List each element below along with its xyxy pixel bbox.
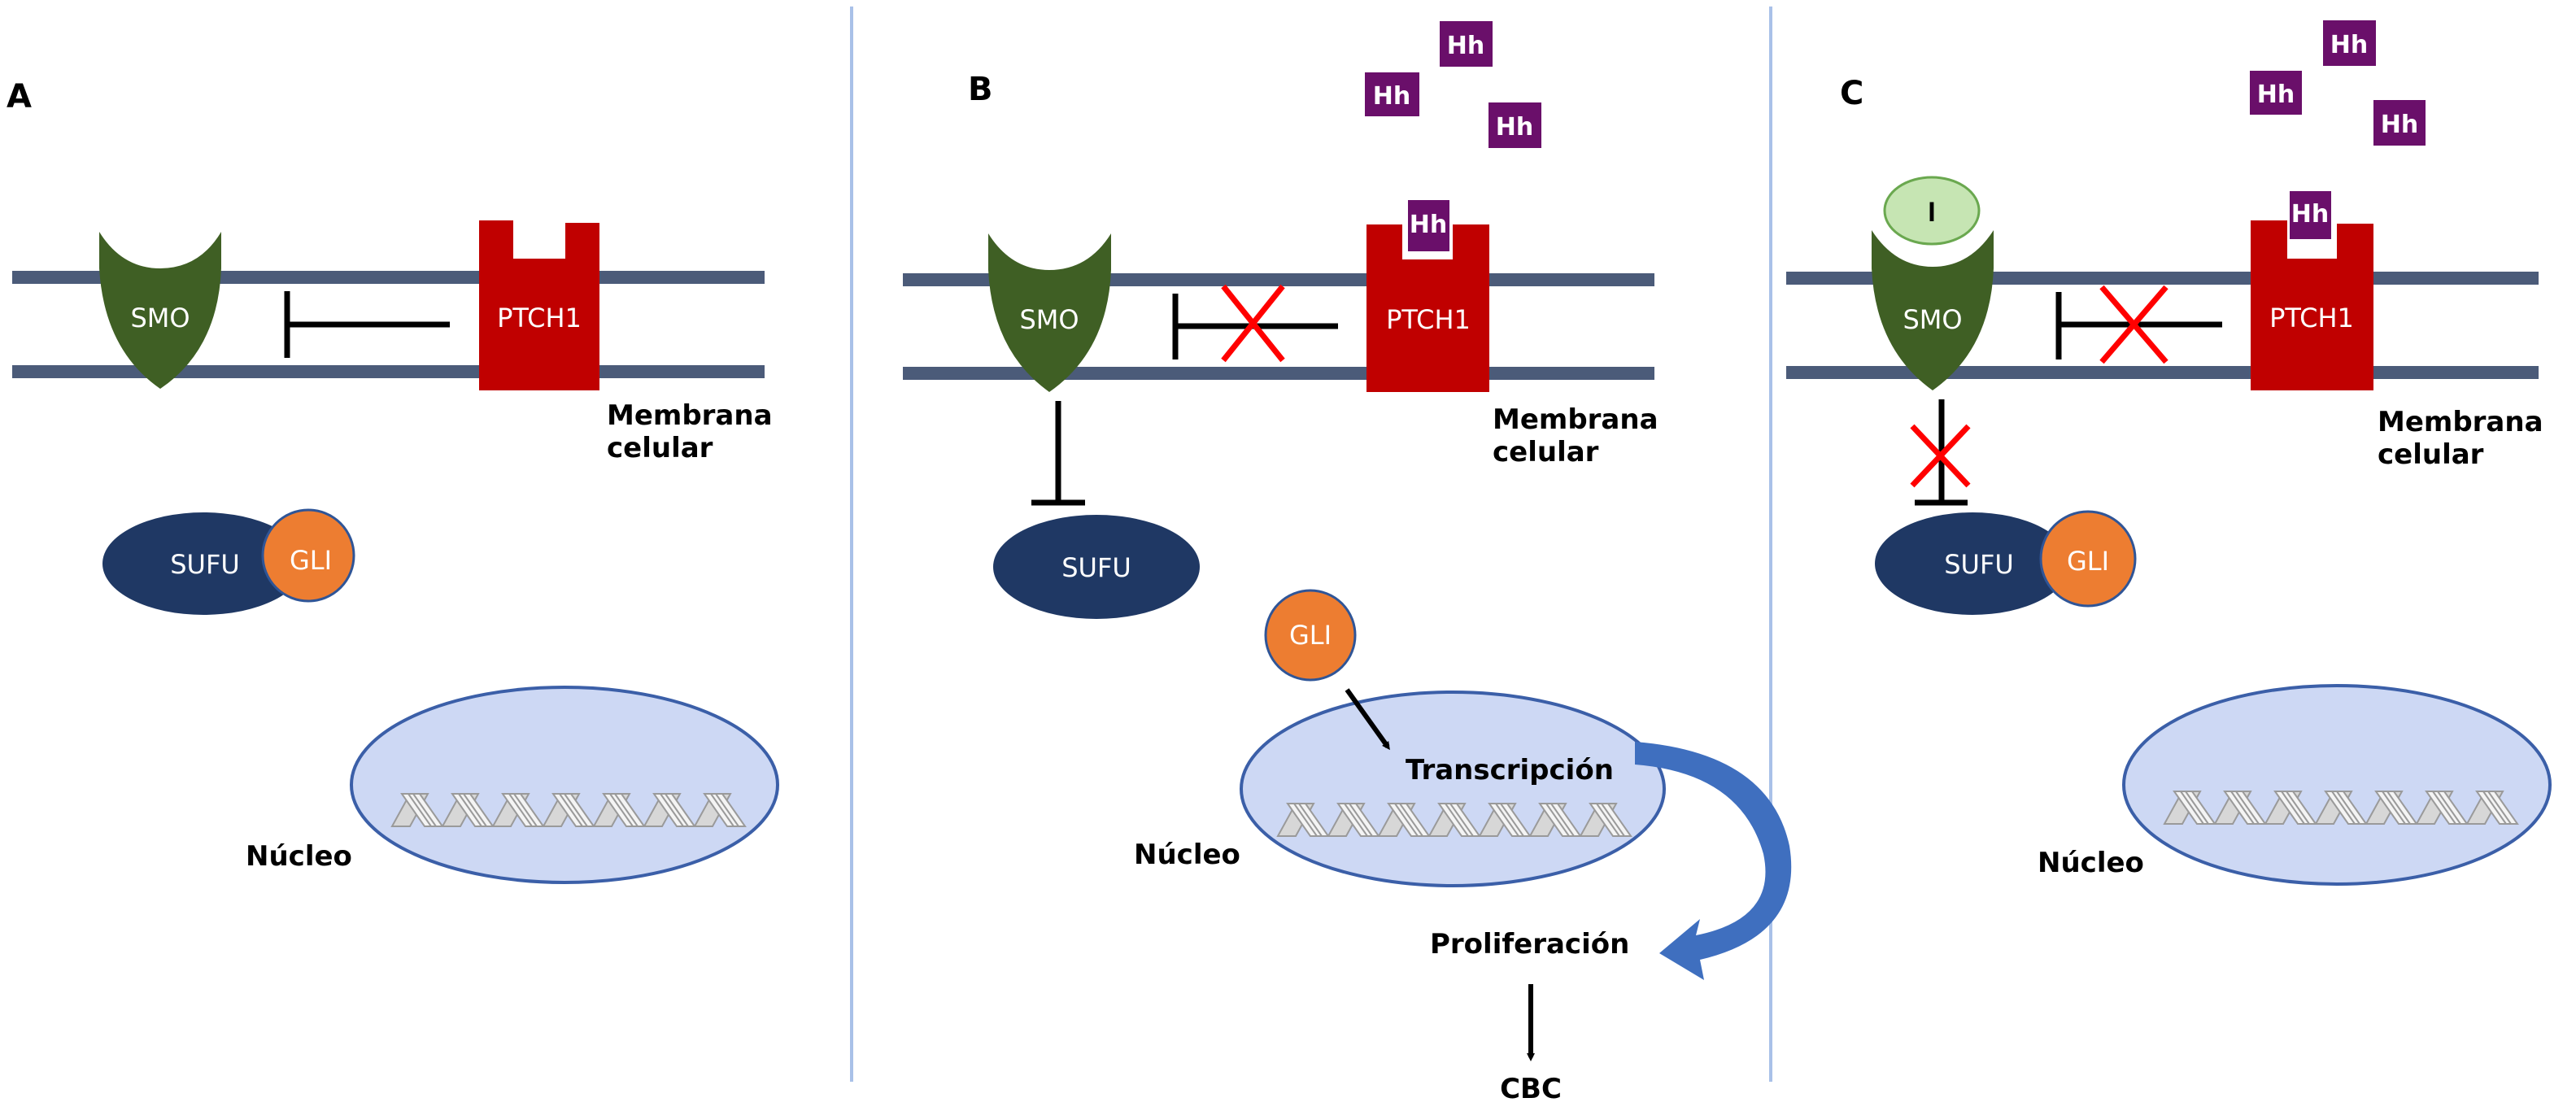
membrane-label-line2: celular <box>607 432 713 464</box>
membrane-inner-line <box>903 367 1654 380</box>
sufu-label: SUFU <box>1944 549 2014 580</box>
gli-label: GLI <box>2067 546 2109 577</box>
nucleus <box>1240 691 1666 887</box>
smo-label: SMO <box>130 303 190 333</box>
hh-ligand-1: Hh <box>2323 20 2376 66</box>
svg-text:Hh: Hh <box>2381 111 2418 139</box>
gli-label: GLI <box>1289 620 1332 651</box>
smo-receptor <box>1872 230 1994 390</box>
nucleus <box>2122 684 2552 886</box>
gli-label: GLI <box>290 545 332 576</box>
ptch1-inhibits-smo-arrow <box>284 291 450 358</box>
transcription-label: Transcripción <box>1406 754 1614 786</box>
ptch1-label: PTCH1 <box>1386 304 1471 335</box>
smo-inhibits-sufu-arrow <box>1031 401 1085 506</box>
nucleus-label: Núcleo <box>1134 839 1240 871</box>
membrane-label-line2: celular <box>2378 438 2484 471</box>
hh-ligand-3: Hh <box>2373 100 2426 146</box>
smo-inhibitor-icon: I <box>1883 176 1981 246</box>
hh-ligand-3: Hh <box>1489 102 1541 148</box>
panel-c: C Hh Hh Hh I SMO Hh PTCH1 <box>1786 20 2552 886</box>
ptch1-receptor <box>2251 220 2373 390</box>
hh-ligand-bound: Hh <box>2290 191 2331 239</box>
gli-protein <box>1264 589 1357 682</box>
svg-text:Hh: Hh <box>1447 32 1484 60</box>
membrane-inner-line <box>1786 366 2539 379</box>
sufu-protein <box>1875 512 2070 615</box>
gli-protein <box>2039 510 2137 608</box>
membrane-label-line1: Membrana <box>2378 406 2543 438</box>
panel-label-a: A <box>7 78 32 115</box>
panel-label-c: C <box>1840 75 1863 112</box>
ptch1-receptor <box>479 220 599 390</box>
sufu-label: SUFU <box>170 549 240 580</box>
svg-text:Hh: Hh <box>1410 211 1447 239</box>
sufu-protein <box>102 512 304 615</box>
svg-text:Hh: Hh <box>2291 200 2329 229</box>
ptch1-label: PTCH1 <box>497 303 582 333</box>
block-x-icon <box>1910 424 1971 488</box>
membrane-label-line2: celular <box>1493 436 1599 468</box>
svg-text:Hh: Hh <box>2330 31 2368 59</box>
hh-ligand-bound: Hh <box>1408 200 1449 251</box>
smo-receptor <box>99 232 221 389</box>
block-x-icon <box>1221 284 1285 363</box>
membrane-inner-line <box>12 365 765 378</box>
nucleus-label: Núcleo <box>246 840 352 873</box>
smo-receptor <box>988 233 1111 392</box>
ptch1-receptor <box>1366 224 1489 392</box>
proliferation-label: Proliferación <box>1430 928 1629 961</box>
inhibitor-label: I <box>1928 197 1935 228</box>
panel-a: A SMO PTCH1 Membrana celular SUFU GLI Nú… <box>7 78 779 884</box>
membrane-label-line1: Membrana <box>1493 403 1658 436</box>
panel-b: B Hh Hh Hh SMO Hh PTCH1 <box>903 21 1792 1105</box>
panel-label-b: B <box>968 71 993 108</box>
gli-to-nucleus-arrow <box>1345 688 1390 751</box>
sufu-protein <box>993 515 1200 619</box>
nucleus <box>350 686 779 884</box>
hh-ligand-2: Hh <box>2250 71 2302 115</box>
curved-arrow-icon <box>1635 742 1792 980</box>
cbc-label: CBC <box>1500 1073 1562 1105</box>
smo-label: SMO <box>1019 304 1079 335</box>
nucleus-label: Núcleo <box>2038 847 2144 879</box>
smo-label: SMO <box>1903 304 1962 335</box>
hh-ligand-2: Hh <box>1365 72 1419 116</box>
svg-text:Hh: Hh <box>1373 82 1410 111</box>
hh-ligand-1: Hh <box>1440 21 1493 67</box>
sufu-label: SUFU <box>1061 552 1131 583</box>
gli-protein <box>261 508 355 603</box>
svg-text:Hh: Hh <box>2257 81 2295 109</box>
ptch1-inhibits-smo-arrow <box>2055 292 2222 359</box>
ptch1-label: PTCH1 <box>2269 303 2354 333</box>
block-x-icon <box>2099 285 2168 364</box>
svg-text:Hh: Hh <box>1496 113 1533 142</box>
membrane-label-line1: Membrana <box>607 399 773 432</box>
